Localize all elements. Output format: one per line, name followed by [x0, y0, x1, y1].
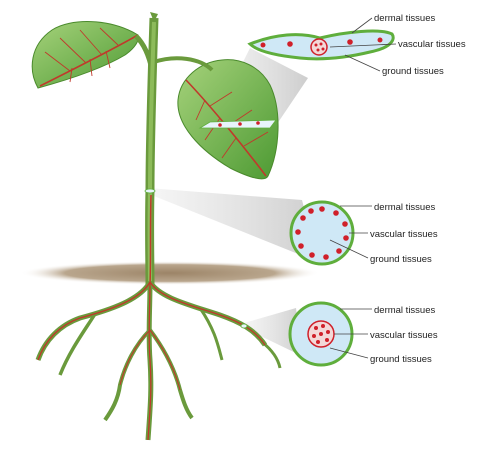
right-leaf	[178, 60, 278, 179]
stem-dermal-label: dermal tissues	[374, 202, 435, 213]
soil	[20, 261, 320, 285]
leaf-dermal-label: dermal tissues	[374, 13, 435, 24]
stem-ground-label: ground tissues	[370, 254, 432, 265]
stem-cross-section: dermal tissues vascular tissues ground t…	[291, 202, 438, 265]
leaf-vascular-label: vascular tissues	[398, 39, 466, 50]
left-leaf	[32, 22, 138, 88]
leaf-ground-label: ground tissues	[382, 66, 444, 77]
root-cross-section: dermal tissues vascular tissues ground t…	[290, 303, 438, 365]
root-dermal-label: dermal tissues	[374, 305, 435, 316]
roots	[38, 282, 280, 440]
root-vascular-label: vascular tissues	[370, 330, 438, 341]
stem-vascular-label: vascular tissues	[370, 229, 438, 240]
root-ground-label: ground tissues	[370, 354, 432, 365]
